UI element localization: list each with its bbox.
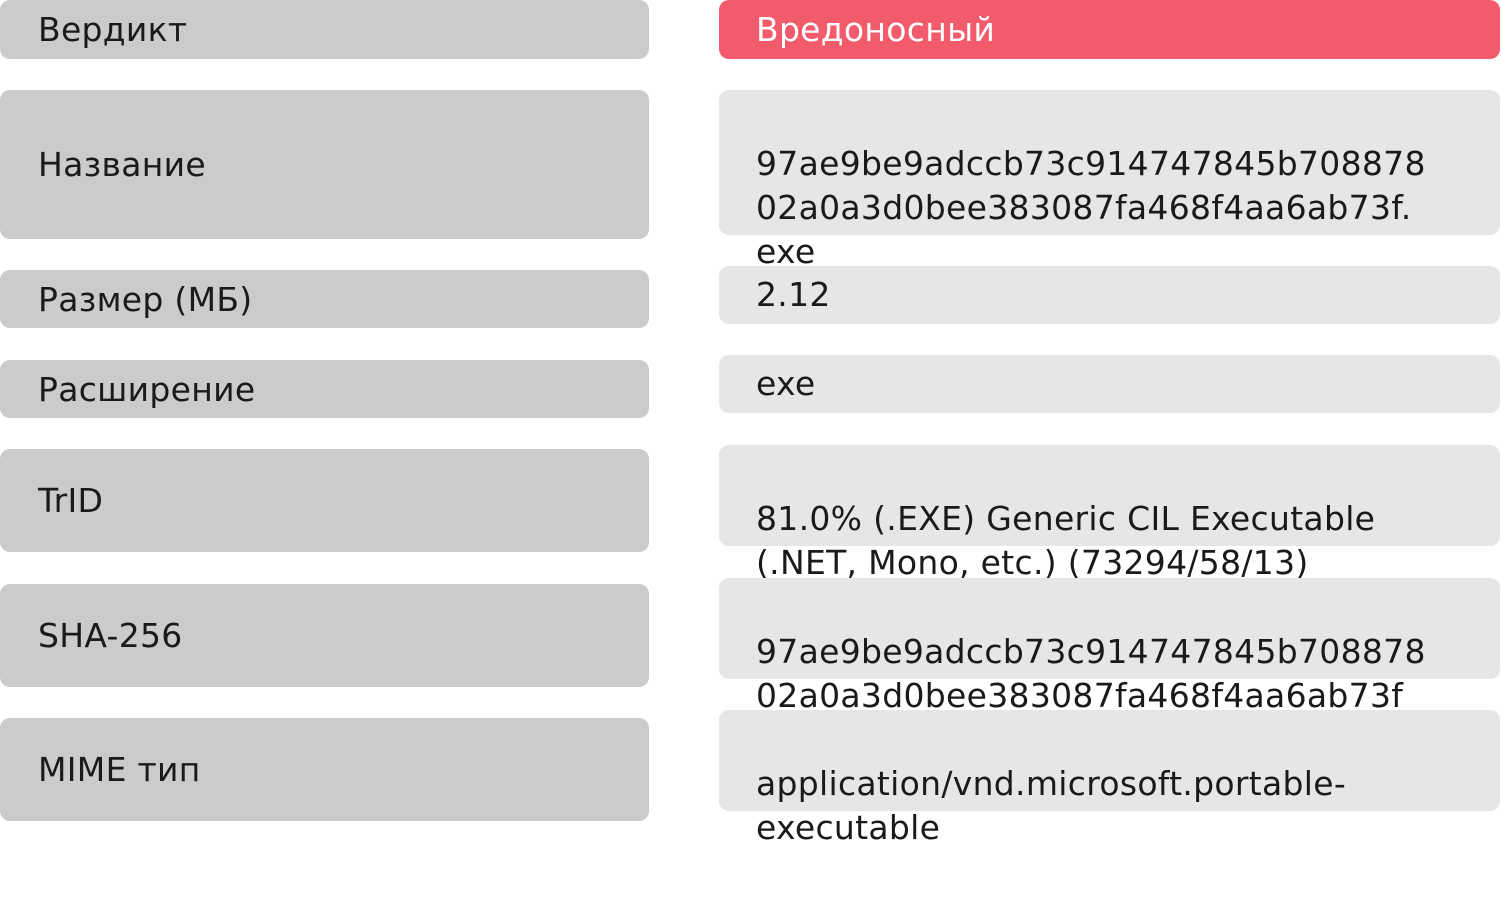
size-label: Размер (МБ)	[0, 270, 649, 328]
sha256-label: SHA-256	[0, 584, 649, 687]
verdict-badge: Вредоносный	[719, 0, 1500, 59]
verdict-label-text: Вердикт	[38, 10, 188, 49]
verdict-value: Вредоносный	[756, 9, 996, 49]
mime-label-text: MIME тип	[38, 750, 201, 789]
trid-value: 81.0% (.EXE) Generic CIL Executable (.NE…	[756, 499, 1376, 582]
extension-label: Расширение	[0, 360, 649, 418]
size-value: 2.12	[756, 275, 831, 314]
trid-label: TrID	[0, 449, 649, 552]
name-label-text: Название	[38, 145, 206, 184]
trid-label-text: TrID	[38, 481, 104, 520]
mime-value: application/vnd.microsoft.portable- exec…	[756, 764, 1347, 847]
name-value: 97ae9be9adccb73c914747845b708878 02a0a3d…	[756, 144, 1426, 271]
mime-value-box: application/vnd.microsoft.portable- exec…	[719, 710, 1500, 847]
extension-value: exe	[756, 364, 816, 403]
mime-label: MIME тип	[0, 718, 649, 821]
sha256-value-box: 97ae9be9adccb73c914747845b708878 02a0a3d…	[719, 578, 1500, 715]
verdict-label: Вердикт	[0, 0, 649, 59]
sha256-label-text: SHA-256	[38, 616, 183, 655]
trid-value-box: 81.0% (.EXE) Generic CIL Executable (.NE…	[719, 445, 1500, 582]
name-label: Название	[0, 90, 649, 239]
extension-value-box: exe	[719, 355, 1500, 413]
size-label-text: Размер (МБ)	[38, 279, 253, 319]
size-value-box: 2.12	[719, 266, 1500, 324]
extension-label-text: Расширение	[38, 369, 256, 409]
name-value-box: 97ae9be9adccb73c914747845b708878 02a0a3d…	[719, 90, 1500, 271]
sha256-value: 97ae9be9adccb73c914747845b708878 02a0a3d…	[756, 632, 1426, 715]
